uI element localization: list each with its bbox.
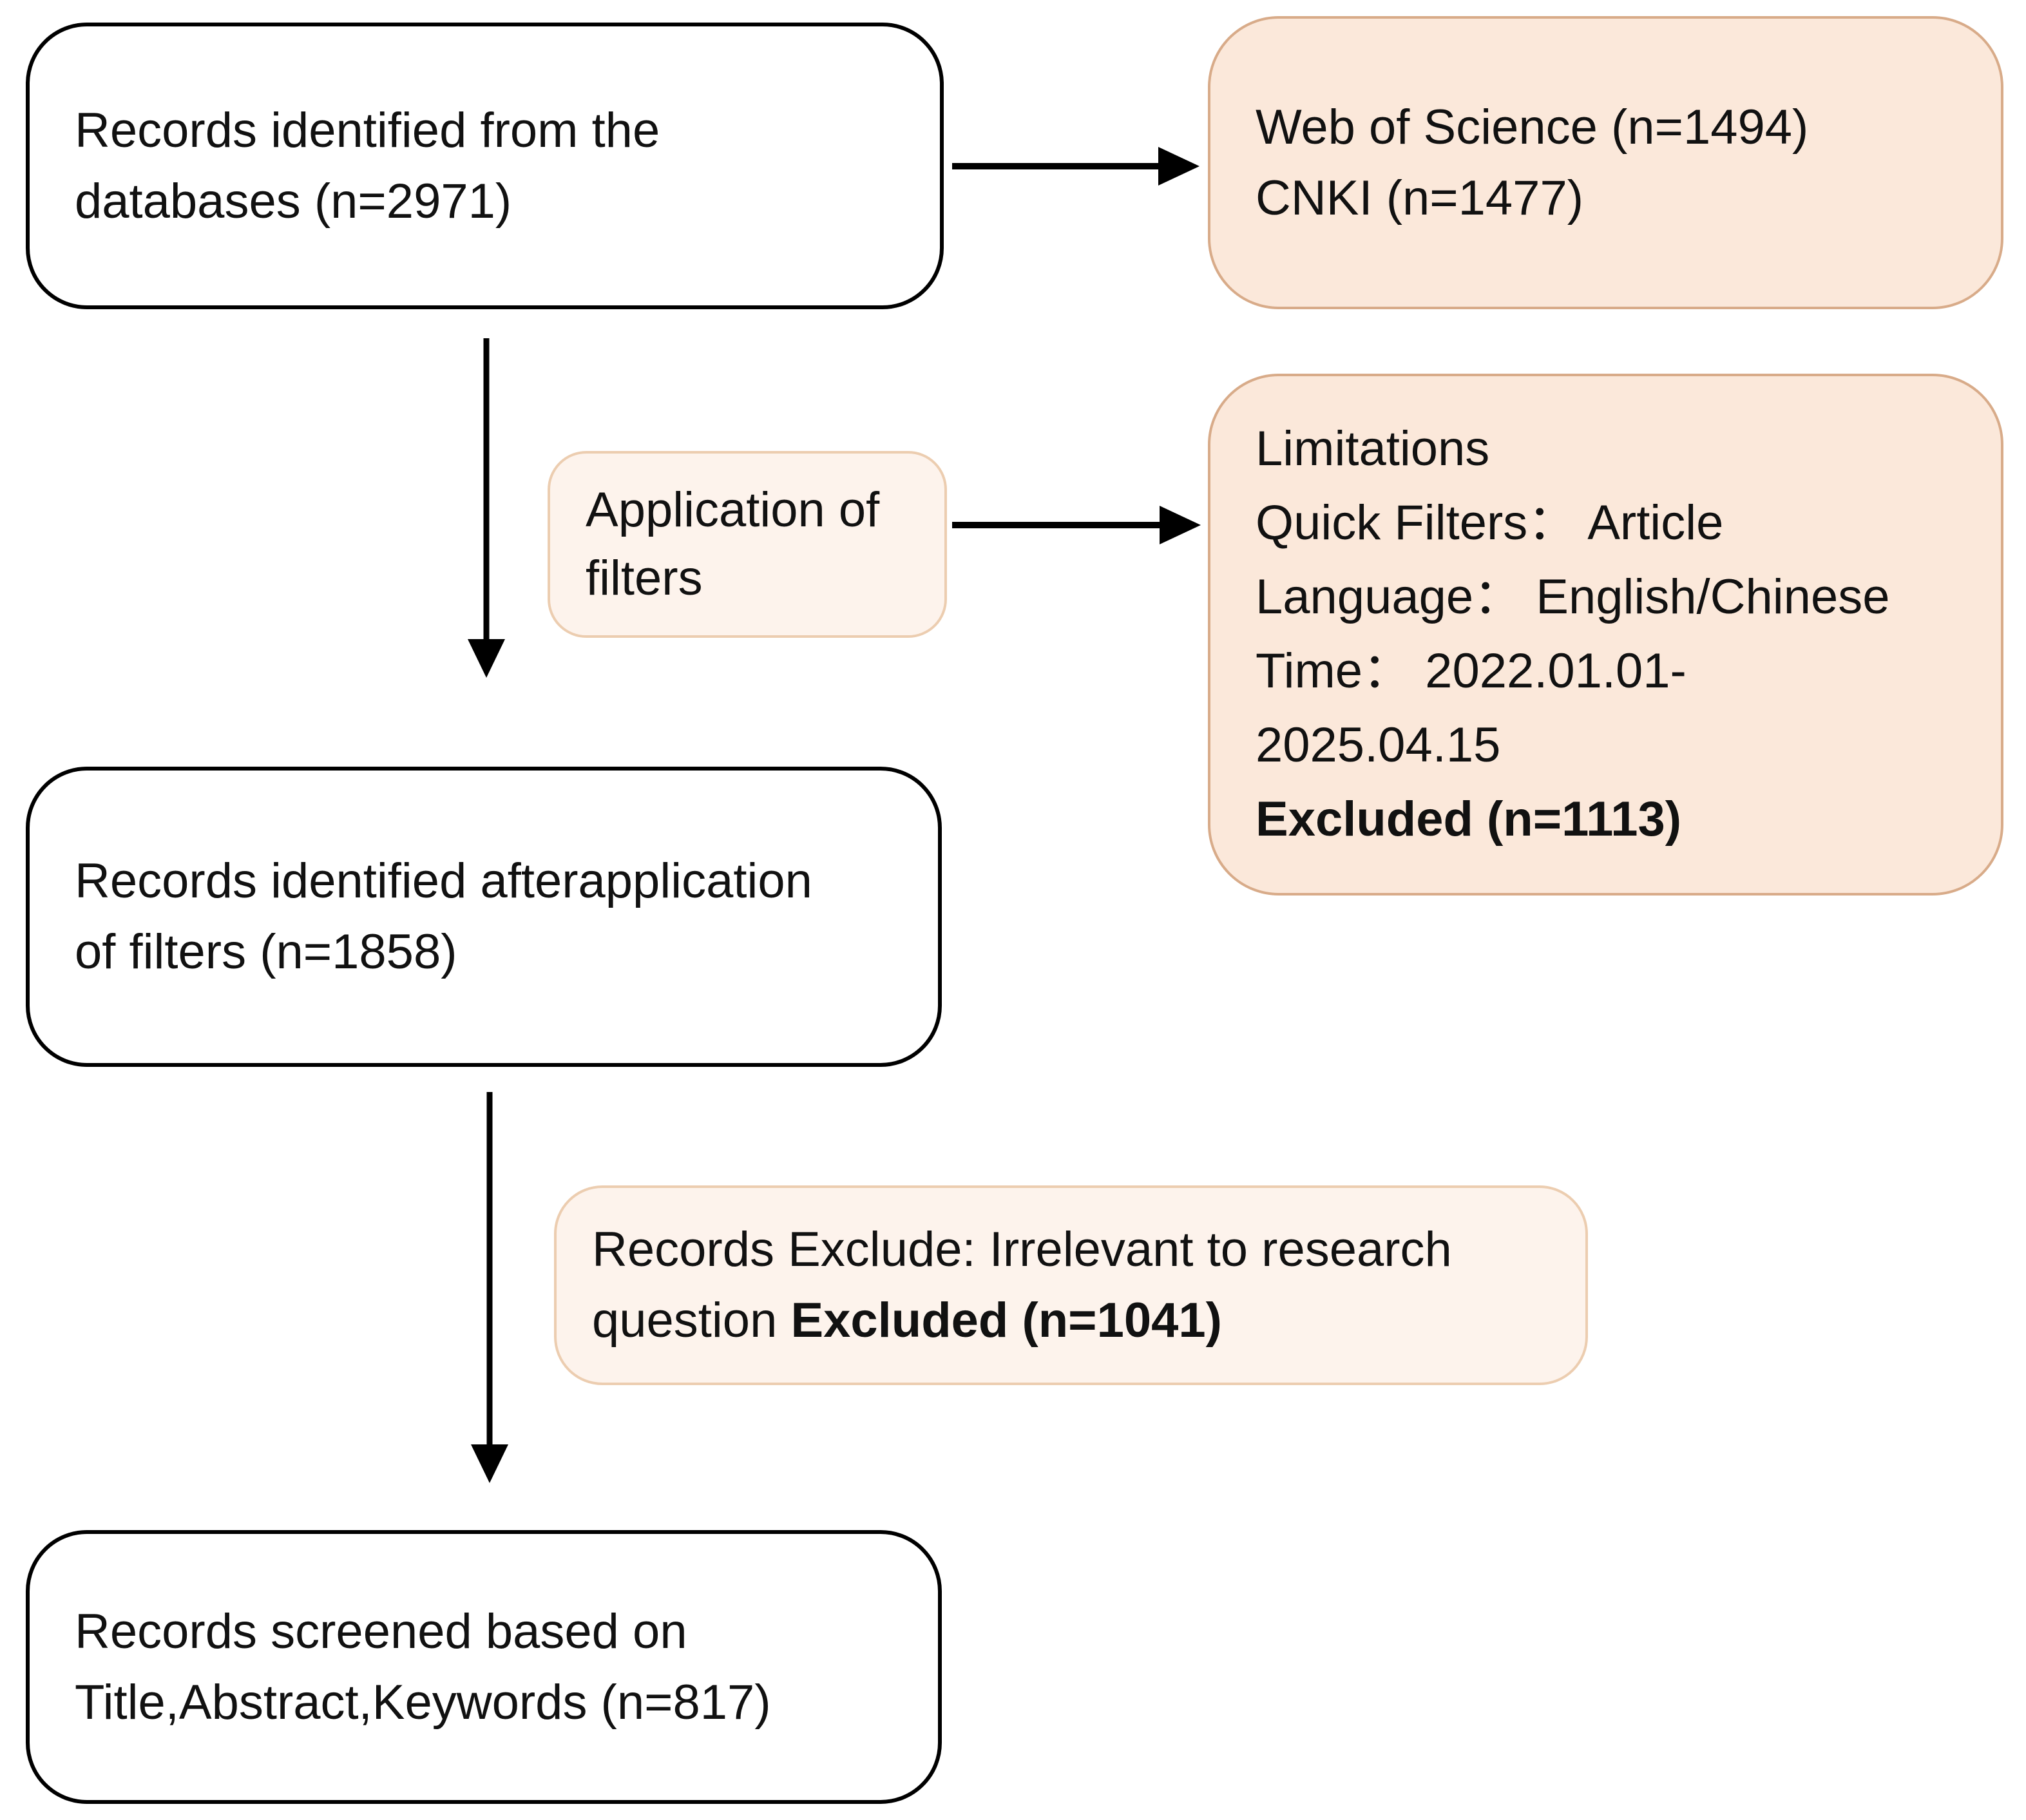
arrow-records-to-after-filters xyxy=(468,338,505,678)
box-records-after-line2: of filters (n=1858) xyxy=(75,924,457,979)
box-limitations-language: Language： English/Chinese xyxy=(1256,570,1890,624)
box-records-exclude: Records Exclude: Irrelevant to research … xyxy=(554,1185,1588,1385)
arrow-after-filters-to-screened xyxy=(471,1092,508,1483)
box-limitations-quick-filters: Quick Filters： Article xyxy=(1256,495,1724,550)
box-records-identified-line2: databases (n=2971) xyxy=(75,173,512,229)
box-application-line1: Application of xyxy=(586,483,880,537)
box-records-exclude-line2: question Excluded (n=1041) xyxy=(592,1285,1560,1356)
box-limitations-title: Limitations xyxy=(1256,421,1490,476)
box-records-exclude-line2-prefix: question xyxy=(592,1293,791,1348)
box-application-line2: filters xyxy=(586,551,703,606)
arrow-filters-to-limitations xyxy=(952,506,1201,544)
box-limitations: Limitations Quick Filters： Article Langu… xyxy=(1208,374,2003,896)
box-records-screened-line1: Records screened based on xyxy=(75,1604,687,1659)
box-records-exclude-excluded-count: Excluded (n=1041) xyxy=(790,1293,1222,1348)
box-records-exclude-line1: Records Exclude: Irrelevant to research xyxy=(592,1222,1452,1277)
box-records-screened: Records screened based on Title,Abstract… xyxy=(26,1530,942,1804)
box-records-identified: Records identified from the databases (n… xyxy=(26,23,944,309)
box-records-identified-line1: Records identified from the xyxy=(75,102,660,158)
box-application-of-filters: Application of filters xyxy=(548,451,947,638)
box-databases-line1: Web of Science (n=1494) xyxy=(1256,99,1809,155)
box-limitations-excluded-count: Excluded (n=1113) xyxy=(1256,792,1682,847)
box-databases-line2: CNKI (n=1477) xyxy=(1256,170,1584,225)
box-databases: Web of Science (n=1494) CNKI (n=1477) xyxy=(1208,16,2003,309)
box-limitations-time: Time： 2022.01.01- xyxy=(1256,644,1687,698)
box-records-after-line1: Records identified afterapplication xyxy=(75,854,812,908)
arrow-records-to-databases xyxy=(952,147,1199,186)
box-records-after-filters: Records identified afterapplication of f… xyxy=(26,767,942,1067)
box-records-screened-line2: Title,Abstract,Keywords (n=817) xyxy=(75,1674,771,1730)
box-limitations-time-end: 2025.04.15 xyxy=(1256,718,1501,772)
